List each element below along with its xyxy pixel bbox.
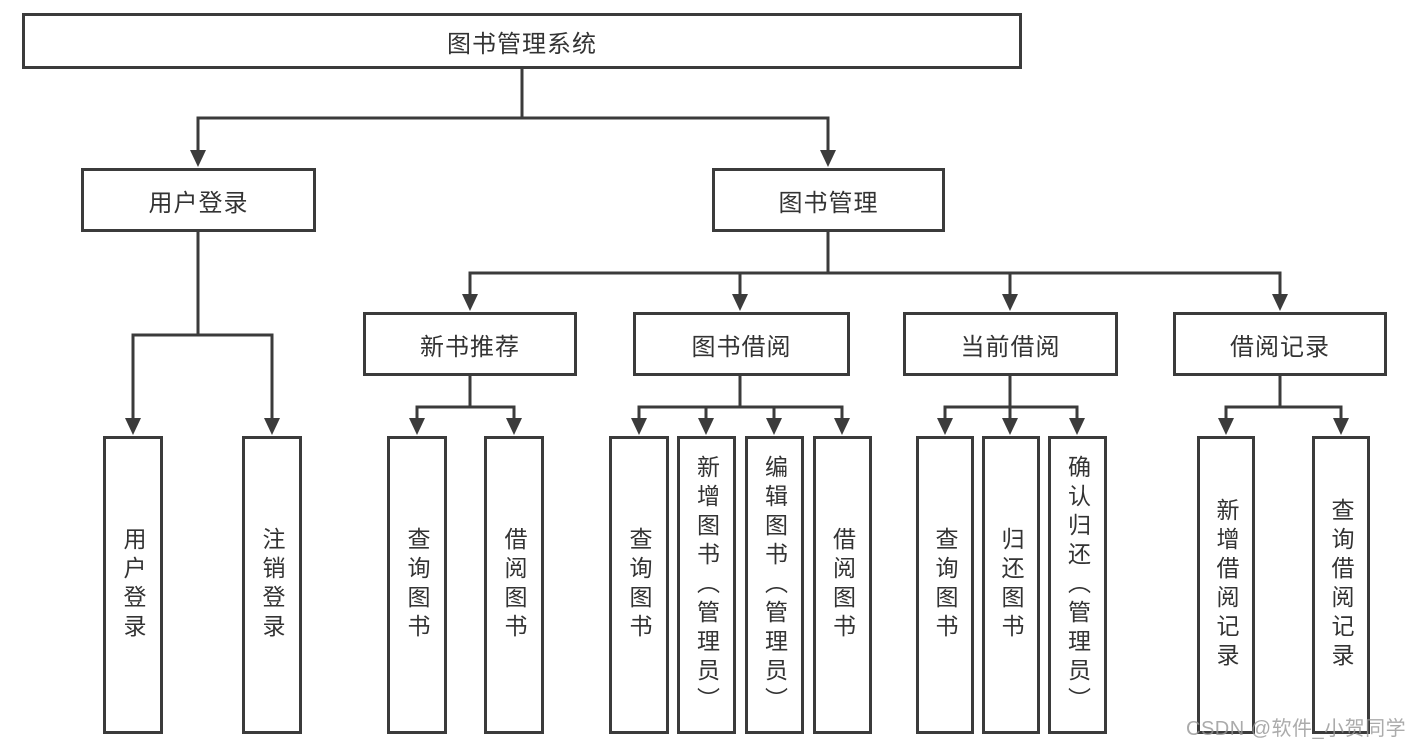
node-book-management-module: 图书管理 — [712, 168, 945, 232]
node-query-books-current: 查询图书 — [916, 436, 974, 734]
connector-book-borrowing-to-children — [637, 376, 844, 420]
node-borrow-books: 借阅图书 — [813, 436, 872, 734]
node-logout: 注销登录 — [242, 436, 302, 734]
connector-current-borrowing-to-children — [943, 376, 1079, 420]
connector-root-to-level2 — [196, 69, 830, 152]
connector-book-management-to-children — [468, 232, 1282, 296]
connector-borrowing-records-to-children — [1224, 376, 1343, 420]
node-borrowing-records: 借阅记录 — [1173, 312, 1387, 376]
node-confirm-return-admin: 确认归还（管理员） — [1048, 436, 1107, 734]
node-add-borrow-record: 新增借阅记录 — [1197, 436, 1255, 734]
node-library-system: 图书管理系统 — [22, 13, 1022, 69]
node-edit-books-admin: 编辑图书（管理员） — [745, 436, 804, 734]
connector-user-login-to-children — [131, 232, 274, 420]
node-new-book-recommendation: 新书推荐 — [363, 312, 577, 376]
node-add-books-admin: 新增图书（管理员） — [677, 436, 736, 734]
node-book-borrowing: 图书借阅 — [633, 312, 850, 376]
node-user-login-module: 用户登录 — [81, 168, 316, 232]
node-query-books-borrow: 查询图书 — [609, 436, 669, 734]
node-current-borrowing: 当前借阅 — [903, 312, 1118, 376]
node-return-books: 归还图书 — [982, 436, 1040, 734]
node-query-books-recommend: 查询图书 — [387, 436, 447, 734]
connector-new-book-recommendation-to-children — [415, 376, 516, 420]
node-query-borrow-record: 查询借阅记录 — [1312, 436, 1370, 734]
csdn-watermark: CSDN @软件_小贺同学 — [1186, 718, 1405, 740]
node-user-login: 用户登录 — [103, 436, 163, 734]
node-borrow-books-recommend: 借阅图书 — [484, 436, 544, 734]
